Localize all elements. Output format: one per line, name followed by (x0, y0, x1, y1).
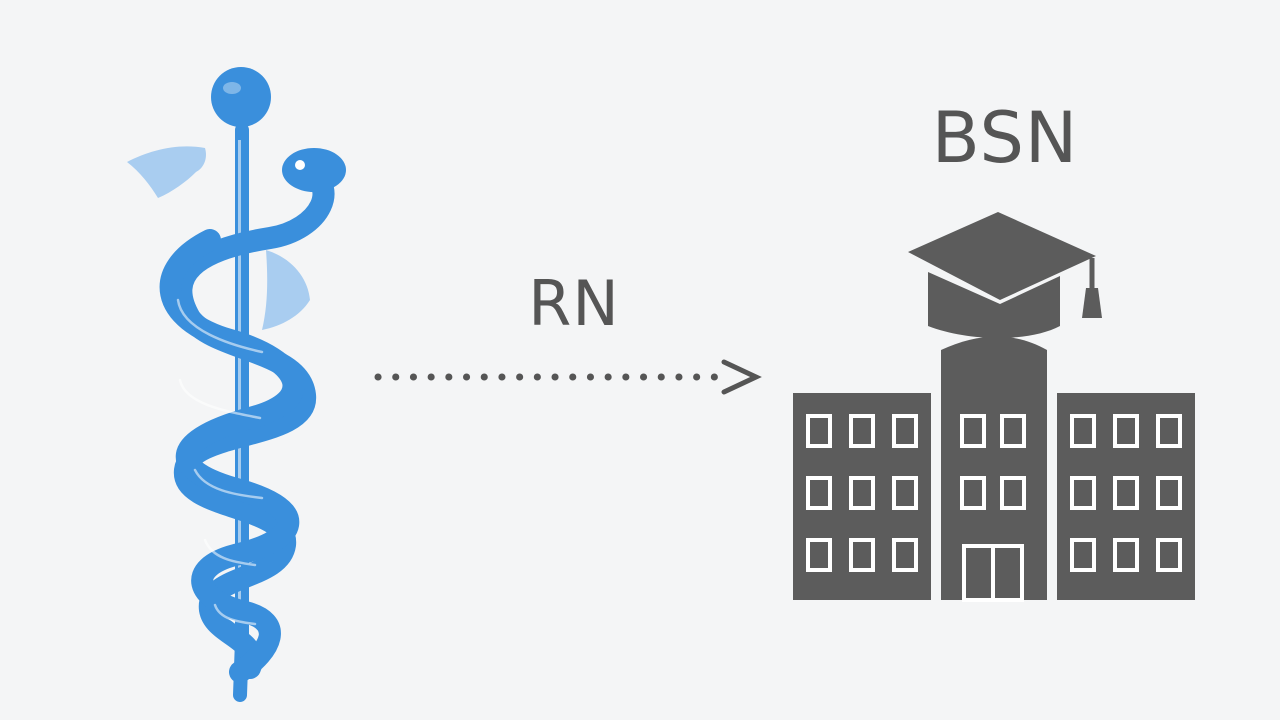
caduceus-snake-body (170, 154, 335, 679)
graduation-cap-tassel (1082, 288, 1102, 318)
caduceus-snake-body-front (159, 229, 305, 683)
caduceus-icon (127, 67, 346, 702)
caduceus-top-ball (211, 67, 271, 127)
building-window (1156, 476, 1182, 510)
caduceus-staff-highlight (238, 140, 241, 620)
university-building-with-graduation-cap-icon (793, 212, 1195, 602)
building-center-tower (941, 336, 1047, 600)
building-window (849, 538, 875, 572)
building-window (849, 476, 875, 510)
bsn-label: BSN (931, 97, 1079, 179)
caduceus-snake-eye (295, 160, 305, 170)
building-windows (806, 414, 1182, 572)
graduation-cap-base (928, 272, 1060, 338)
building-window (960, 476, 986, 510)
building-right-wing (1057, 393, 1195, 600)
graduation-cap-board (908, 212, 1096, 300)
building-window (1000, 476, 1026, 510)
building-window (806, 476, 832, 510)
caduceus-right-wing (262, 250, 310, 330)
dotted-arrow-icon (374, 359, 762, 395)
building-door (962, 544, 1024, 602)
building-window (806, 538, 832, 572)
building-window (1070, 414, 1096, 448)
building-window (892, 538, 918, 572)
building-left-wing (793, 393, 931, 600)
caduceus-left-wing (127, 146, 206, 198)
building-window (1070, 538, 1096, 572)
caduceus-ball-highlight (223, 82, 241, 94)
rn-label: RN (528, 267, 620, 340)
building-window (1113, 538, 1139, 572)
building-window (1113, 414, 1139, 448)
arrow-head (721, 359, 762, 395)
caduceus-coil-highlight (176, 298, 264, 626)
building-window (849, 414, 875, 448)
building-window (1000, 414, 1026, 448)
building-window (960, 414, 986, 448)
building-window (1156, 414, 1182, 448)
building-window (892, 476, 918, 510)
building-window (806, 414, 832, 448)
building-window (892, 414, 918, 448)
building-window (1156, 538, 1182, 572)
building-window (1070, 476, 1096, 510)
building-window (1113, 476, 1139, 510)
caduceus-snake-head (282, 148, 346, 192)
